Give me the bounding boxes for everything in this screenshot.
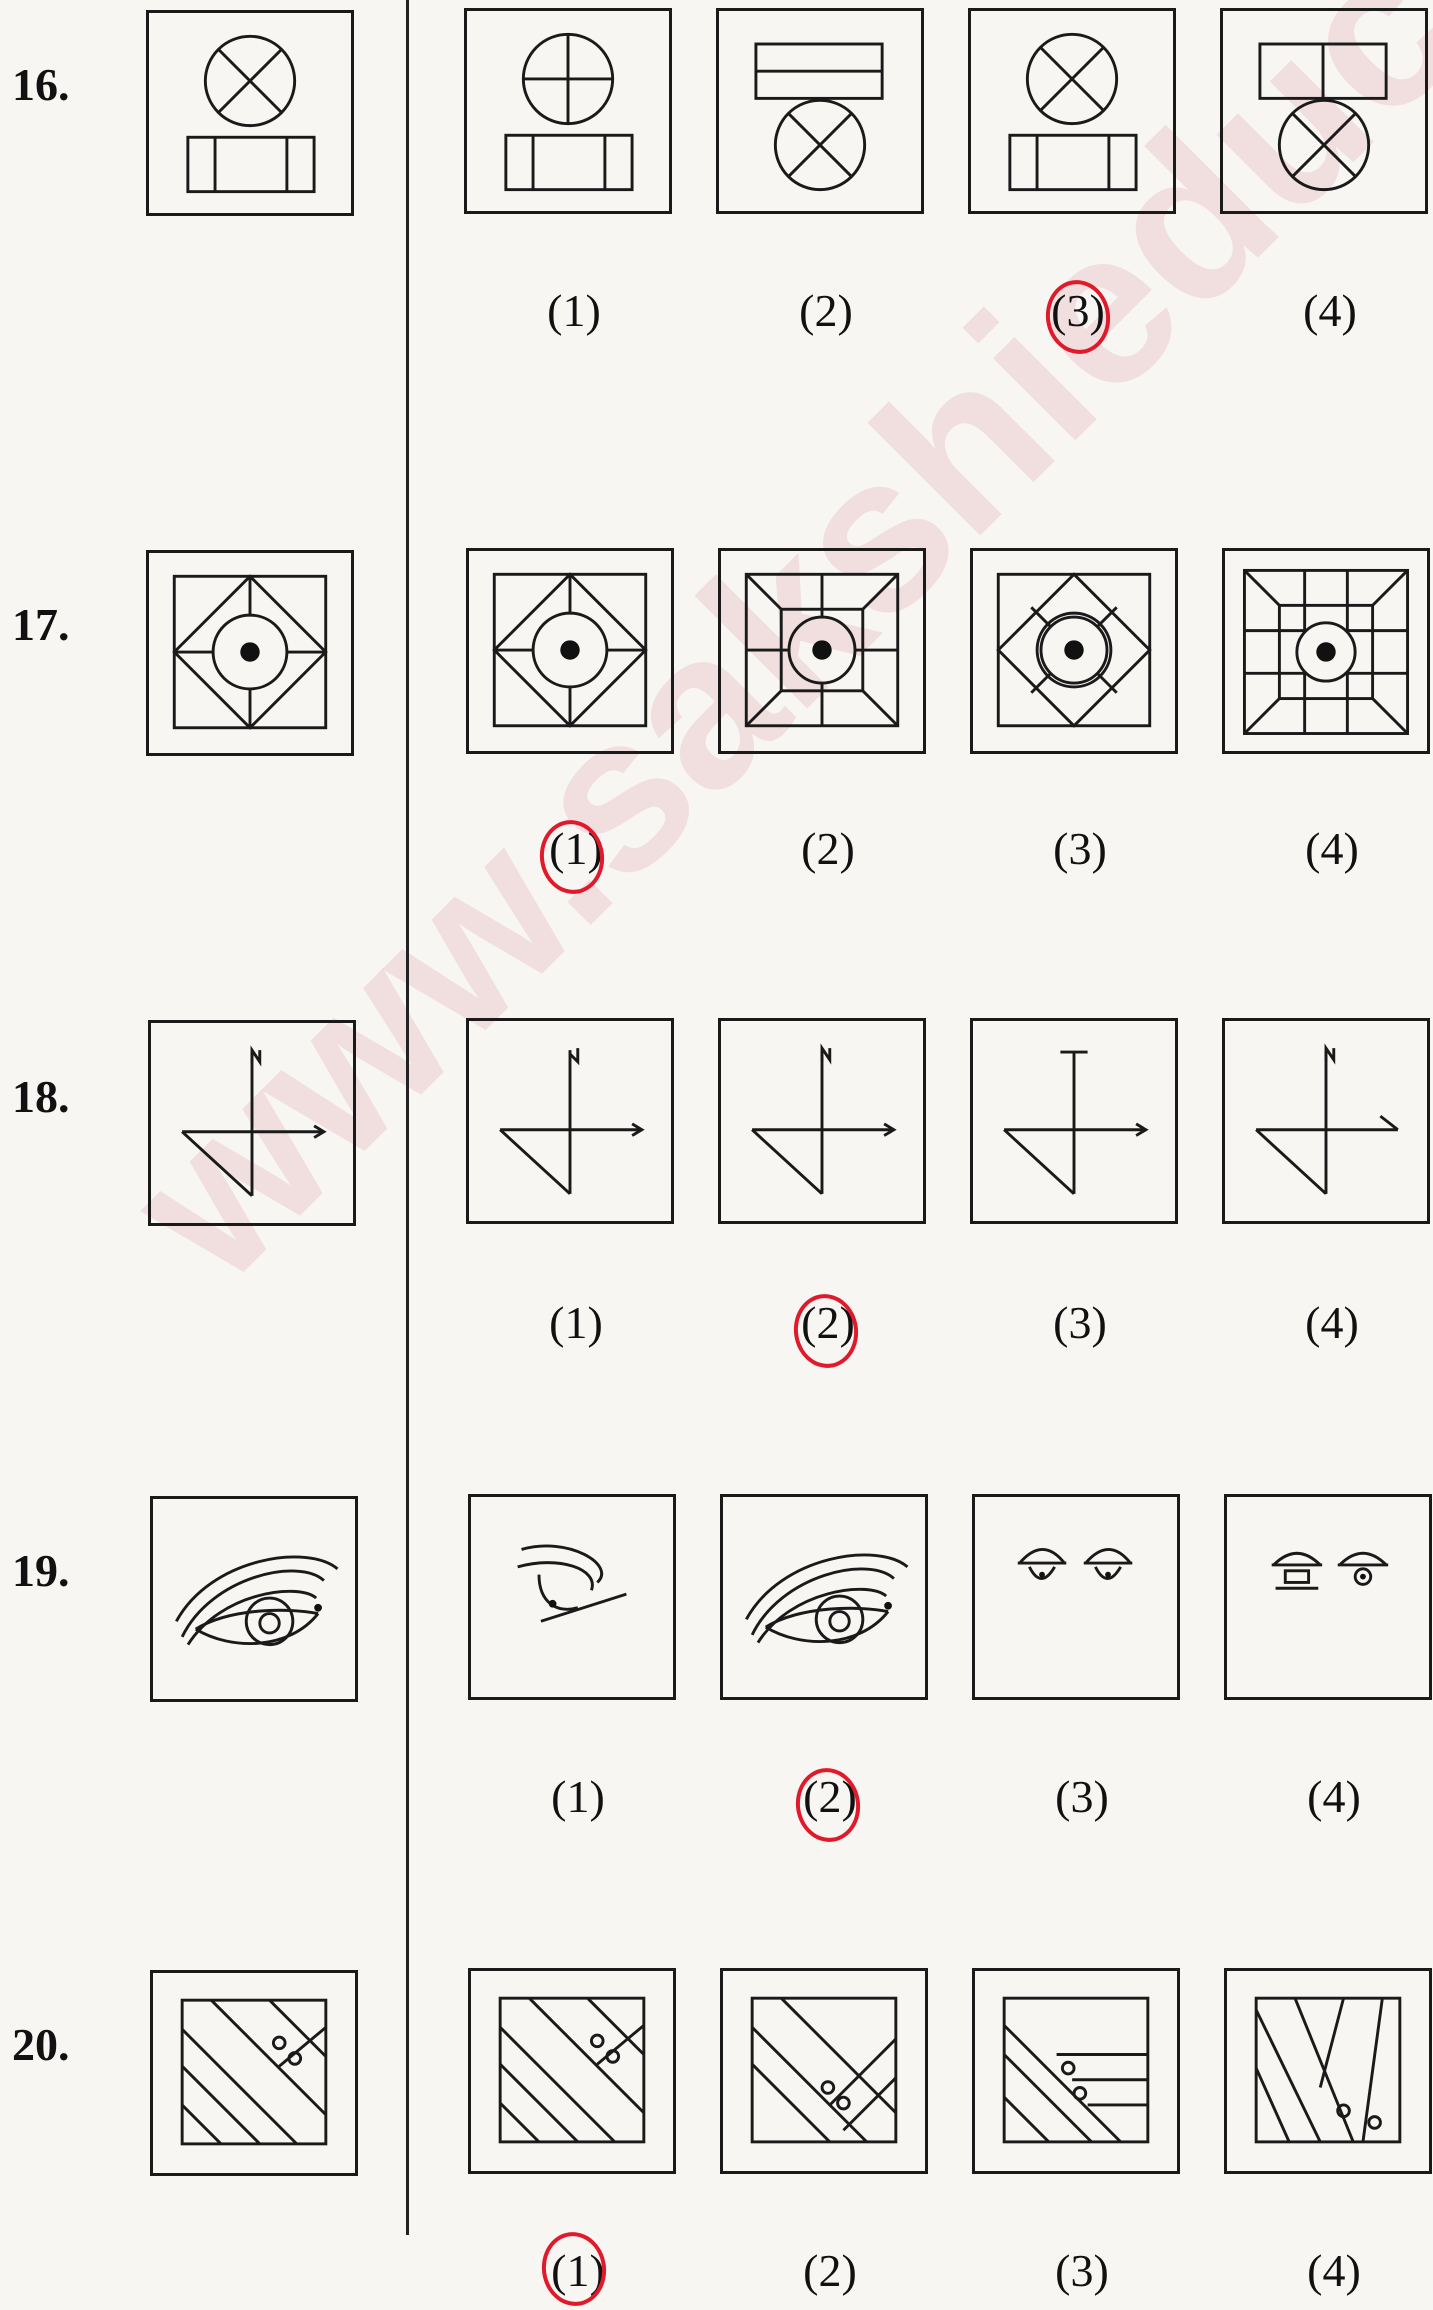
answer-figure-3[interactable] [970, 1018, 1178, 1224]
problem-figure [146, 550, 354, 756]
option-label: (3) [1010, 822, 1150, 875]
answer-figure-3[interactable] [972, 1494, 1180, 1700]
option-label: (1) [508, 1770, 648, 1823]
option-label: (3) [1012, 1770, 1152, 1823]
problem-figure [148, 1020, 356, 1226]
option-label: (2) [760, 2244, 900, 2297]
question-number: 20. [12, 2018, 70, 2071]
option-label: (4) [1264, 1770, 1404, 1823]
answer-figure-3[interactable] [970, 548, 1178, 754]
option-label: (4) [1262, 822, 1402, 875]
problem-figure [146, 10, 354, 216]
option-label: (2) [756, 284, 896, 337]
question-number: 17. [12, 598, 70, 651]
option-label: (3) [1012, 2244, 1152, 2297]
answer-figure-4[interactable] [1224, 1968, 1432, 2174]
answer-figure-4[interactable] [1222, 1018, 1430, 1224]
answer-figure-4[interactable] [1220, 8, 1428, 214]
problem-figure [150, 1970, 358, 2176]
option-label: (2) [758, 822, 898, 875]
answer-figure-2[interactable] [720, 1494, 928, 1700]
problem-figure [150, 1496, 358, 1702]
column-divider [406, 0, 409, 2235]
answer-figure-2[interactable] [718, 548, 926, 754]
answer-figure-1[interactable] [468, 1968, 676, 2174]
answer-figure-2[interactable] [718, 1018, 926, 1224]
option-label: (1) [504, 284, 644, 337]
answer-figure-2[interactable] [720, 1968, 928, 2174]
option-label: (4) [1260, 284, 1400, 337]
question-number: 16. [12, 58, 70, 111]
question-number: 18. [12, 1070, 70, 1123]
question-number: 19. [12, 1544, 70, 1597]
answer-figure-3[interactable] [972, 1968, 1180, 2174]
answer-figure-4[interactable] [1222, 548, 1430, 754]
option-label: (3) [1010, 1296, 1150, 1349]
option-label: (1) [506, 1296, 646, 1349]
option-label: (4) [1264, 2244, 1404, 2297]
answer-mark [537, 2228, 611, 2310]
answer-figure-1[interactable] [466, 548, 674, 754]
answer-figure-3[interactable] [968, 8, 1176, 214]
answer-figure-1[interactable] [464, 8, 672, 214]
answer-figure-4[interactable] [1224, 1494, 1432, 1700]
answer-figure-2[interactable] [716, 8, 924, 214]
answer-figure-1[interactable] [466, 1018, 674, 1224]
option-label: (4) [1262, 1296, 1402, 1349]
answer-figure-1[interactable] [468, 1494, 676, 1700]
